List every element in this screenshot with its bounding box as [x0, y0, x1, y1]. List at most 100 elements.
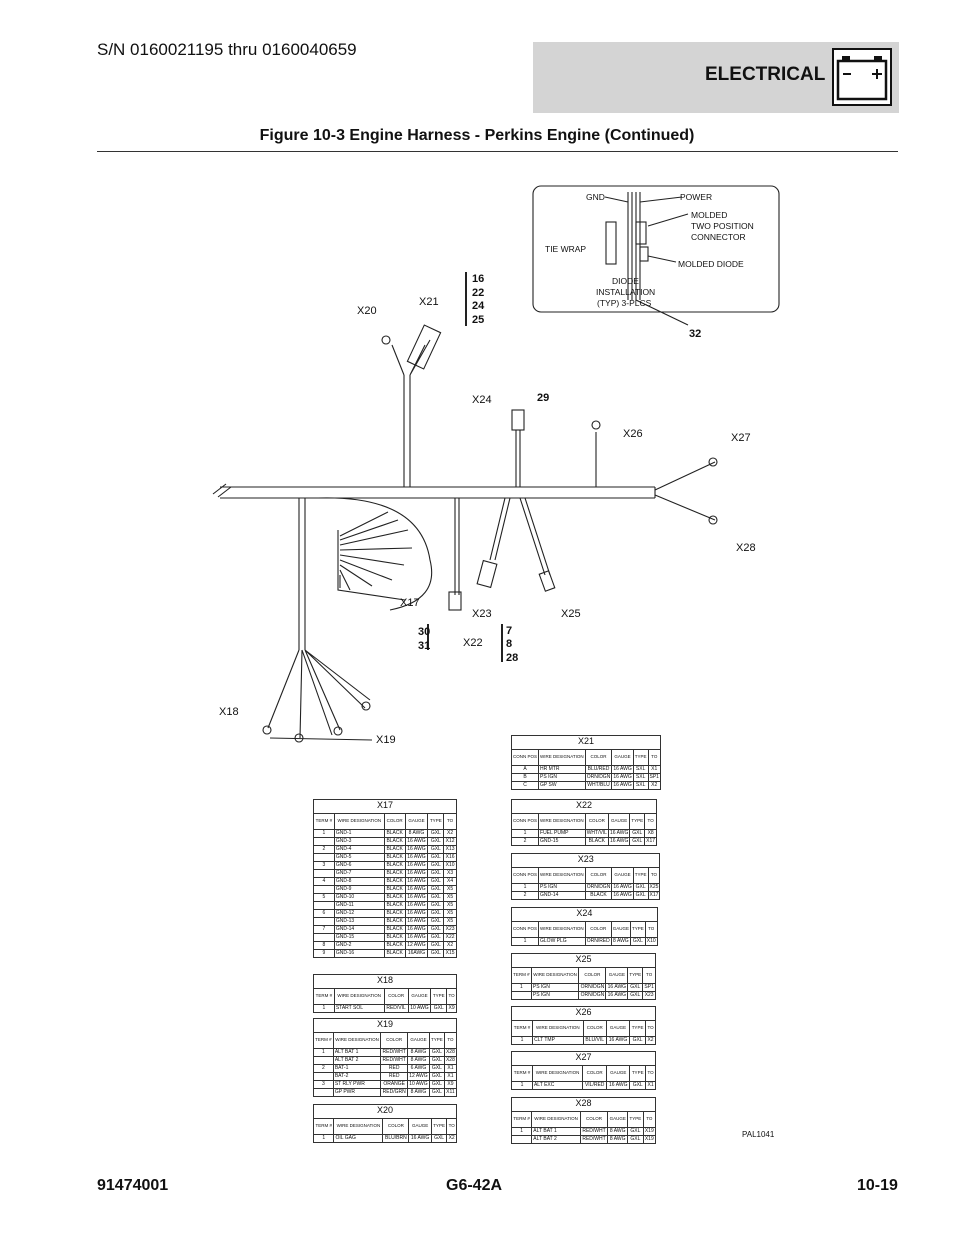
table-cell: 16 AWG — [404, 877, 429, 886]
item-30: 30 — [418, 626, 430, 638]
column-header: GAUGE — [607, 1111, 629, 1128]
item-31: 31 — [418, 640, 430, 652]
detail-tiewrap: TIE WRAP — [545, 244, 586, 254]
column-header: GAUGE — [610, 921, 632, 938]
table-cell: 16 AWG — [404, 853, 429, 862]
table-cell: ORANGE — [380, 1080, 409, 1089]
table-cell: X4 — [443, 877, 457, 886]
detail-diode: MOLDED DIODE — [678, 259, 744, 269]
table-cell: 12 AWG — [404, 941, 429, 950]
table-cell: RED/GRN — [380, 1088, 409, 1097]
table-cell: X25 — [647, 883, 661, 892]
table-cell: 16 AWG — [605, 1036, 631, 1045]
detail-inst-2: INSTALLATION — [596, 287, 655, 297]
table-cell: 16 AWG — [605, 991, 629, 1000]
column-header: TYPE — [627, 967, 644, 984]
table-cell: SXL — [632, 781, 649, 790]
column-header: TYPE — [632, 867, 649, 884]
column-header: COLOR — [578, 967, 607, 984]
table-cell: X22 — [443, 933, 457, 942]
table-cell: X23 — [443, 925, 457, 934]
table-cell: 1 — [510, 1036, 534, 1045]
detail-inst-3: (TYP) 3-PLCS — [597, 298, 652, 308]
table-cell: GND-13 — [333, 917, 385, 926]
table-cell: BLACK — [383, 893, 406, 902]
column-header: TERM # — [511, 1065, 533, 1082]
battery-icon — [832, 48, 892, 106]
column-header: WIRE DESIGNATION — [332, 1032, 382, 1049]
item-16: 16 — [472, 273, 484, 285]
table-cell: X17 — [647, 891, 661, 900]
table-cell: X8 — [644, 829, 658, 838]
column-header: TERM # — [511, 967, 532, 984]
table-cell: CLT TMP — [532, 1036, 584, 1045]
table-cell: ALT EXC — [531, 1081, 584, 1090]
table-cell: WHT/BLU — [584, 781, 613, 790]
table-cell: GND-6 — [333, 861, 385, 870]
table-cell: X5 — [443, 885, 457, 894]
table-cell: GND-9 — [333, 885, 385, 894]
table-cell: GND-4 — [333, 845, 385, 854]
table-cell: X2 — [443, 829, 457, 838]
table-cell: ALT BAT 2 — [531, 1135, 581, 1144]
table-cell: 9 — [313, 949, 335, 958]
table-cell: 16 AWG — [605, 983, 629, 992]
table-cell: B — [510, 773, 540, 782]
table-cell: 1 — [511, 983, 532, 992]
table-cell: GND-11 — [333, 901, 385, 910]
column-header: TO — [645, 1020, 656, 1037]
table-cell: BLACK — [383, 845, 406, 854]
table-cell: ORN/DGN — [584, 773, 613, 782]
table-cell: X1 — [647, 765, 661, 774]
column-header: TERM # — [313, 813, 335, 830]
table-cell: 16 AWG — [611, 773, 634, 782]
table-cell: SXL — [632, 773, 649, 782]
table-cell: 1 — [312, 1134, 335, 1143]
table-cell: X5 — [443, 893, 457, 902]
column-header: WIRE DESIGNATION — [531, 1065, 584, 1082]
column-header: COLOR — [582, 1020, 607, 1037]
table-title: X26 — [511, 1006, 656, 1020]
table-cell: BLACK — [383, 861, 406, 870]
column-header: TYPE — [627, 1111, 644, 1128]
table-cell: X11 — [443, 1088, 458, 1097]
header-rule — [97, 151, 898, 152]
table-cell: SP1 — [642, 983, 656, 992]
table-title: X25 — [511, 953, 656, 967]
column-header: TO — [642, 1111, 657, 1128]
table-cell: BLACK — [383, 853, 406, 862]
table-cell: 2 — [510, 891, 540, 900]
table-cell: GXL — [428, 1048, 445, 1057]
column-header: TO — [644, 813, 658, 830]
table-cell: GXL — [427, 933, 445, 942]
table-cell: GXL — [427, 949, 445, 958]
column-header: GAUGE — [407, 1032, 430, 1049]
table-cell: 16 AWG — [404, 885, 429, 894]
item-32: 32 — [689, 328, 701, 340]
footer-page-number: 10-19 — [857, 1177, 898, 1194]
column-header: TYPE — [629, 813, 646, 830]
column-header: TERM # — [312, 1118, 335, 1135]
table-cell: 8 AWG — [607, 1127, 629, 1136]
table-cell: BLACK — [383, 877, 406, 886]
table-cell: GXL — [427, 837, 445, 846]
table-cell: X2 — [443, 941, 457, 950]
table-cell: 2 — [510, 837, 540, 846]
label-x19: X19 — [376, 734, 396, 746]
